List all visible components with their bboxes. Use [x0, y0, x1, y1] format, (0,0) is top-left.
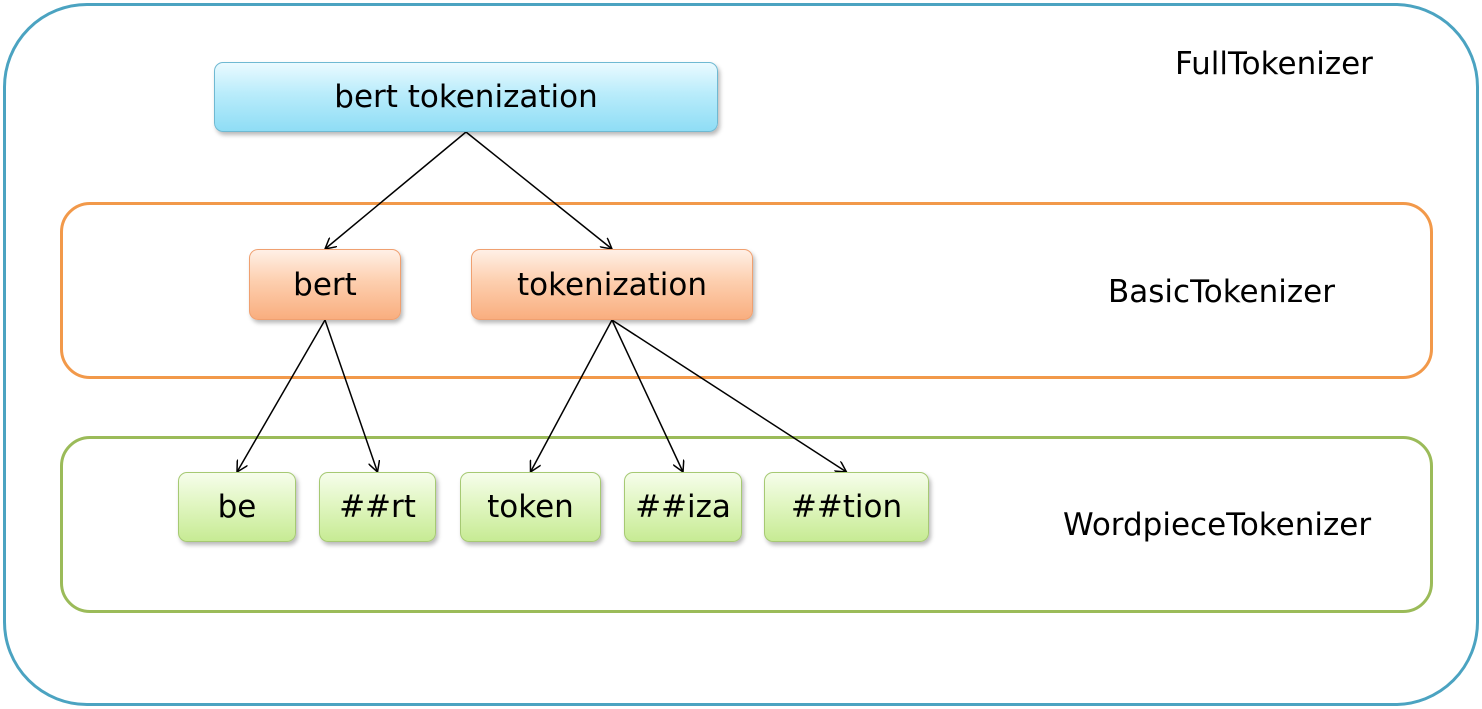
edge-word_tokenization-to-piece_tion [611, 319, 847, 472]
piece-node-iza: ##iza [624, 472, 742, 542]
edge-word_bert-to-piece_be [237, 319, 326, 472]
basic-tokenizer-label: BasicTokenizer [1108, 274, 1335, 310]
wordpiece-tokenizer-label: WordpieceTokenizer [1063, 507, 1372, 543]
word-node-tokenization: tokenization [471, 249, 753, 320]
full-tokenizer-frame [3, 3, 1479, 706]
piece-node-token: token [460, 472, 601, 542]
edge-root-to-word_bert [325, 131, 467, 249]
root-node: bert tokenization [214, 62, 718, 132]
edge-word_bert-to-piece_rt [324, 319, 378, 472]
edge-word_tokenization-to-piece_token [531, 319, 613, 472]
edge-word_tokenization-to-piece_iza [611, 319, 683, 472]
basic-tokenizer-frame [60, 202, 1433, 379]
full-tokenizer-label: FullTokenizer [1175, 46, 1373, 82]
piece-node-be: be [178, 472, 296, 542]
edge-root-to-word_tokenization [465, 131, 612, 249]
wordpiece-tokenizer-frame [60, 436, 1433, 613]
piece-node-tion: ##tion [764, 472, 929, 542]
piece-node-rt: ##rt [319, 472, 436, 542]
word-node-bert: bert [249, 249, 401, 320]
